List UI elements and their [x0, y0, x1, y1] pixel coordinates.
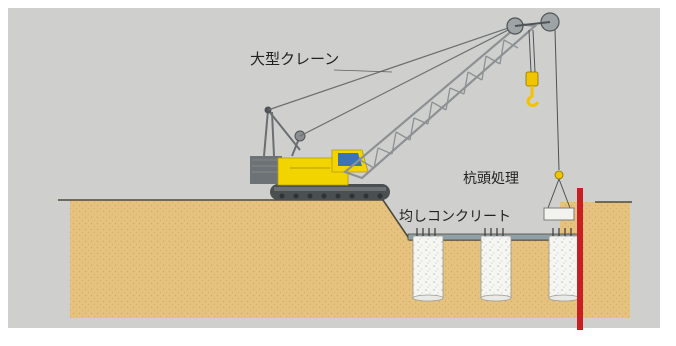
pile-head-lift-rig [543, 170, 575, 221]
crane-label-leader [333, 69, 393, 73]
pile-head-label: 杭頭処理 [463, 171, 519, 187]
crane-boom [342, 22, 538, 180]
crane-crawler [270, 184, 390, 200]
main-hook-icon [525, 71, 540, 108]
pile-rebars [416, 228, 572, 236]
cut-pile-head-block [543, 207, 575, 221]
sheet-pile [577, 188, 583, 330]
boom-pendant-lines [267, 23, 521, 137]
hoist-lines [528, 29, 560, 171]
crane-body [250, 149, 369, 186]
leveling-concrete-label: 均しコンクリート [399, 209, 511, 225]
pile-2 [480, 235, 512, 302]
boom-tip-sheaves [506, 12, 560, 35]
crane-mast [263, 109, 301, 157]
pile-1 [412, 235, 444, 302]
pile-3 [548, 235, 580, 302]
crane-label: 大型クレーン [250, 50, 339, 68]
